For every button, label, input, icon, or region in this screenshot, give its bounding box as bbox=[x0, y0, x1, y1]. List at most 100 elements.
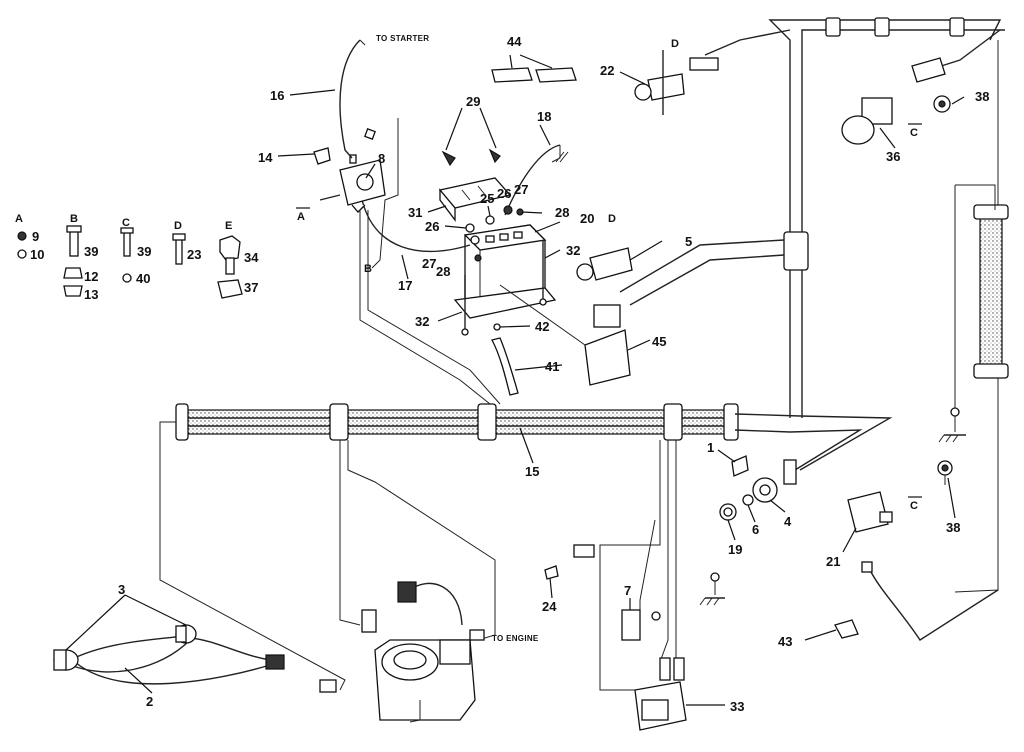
harness-end-plug bbox=[319, 679, 337, 693]
ground-symbol bbox=[699, 572, 725, 606]
wing-nut bbox=[441, 150, 456, 167]
connector-letter-a: A bbox=[297, 211, 305, 223]
bolt bbox=[313, 147, 331, 165]
callout-10: 10 bbox=[30, 247, 44, 262]
harness-drops bbox=[339, 440, 677, 691]
callout-22: 22 bbox=[600, 63, 614, 78]
fuel-line bbox=[491, 337, 519, 396]
switch-7 bbox=[621, 609, 661, 641]
callout-32: 32 bbox=[566, 243, 580, 258]
callout-40: 40 bbox=[136, 271, 150, 286]
callout-42: 42 bbox=[535, 319, 549, 334]
callout-24: 24 bbox=[542, 599, 557, 614]
callout-45: 45 bbox=[652, 334, 666, 349]
group-letter-b: B bbox=[70, 213, 78, 225]
callout-12: 12 bbox=[84, 269, 98, 284]
callout-31: 31 bbox=[408, 205, 422, 220]
battery bbox=[453, 224, 557, 319]
connector-letter-c: C bbox=[910, 127, 918, 139]
top-right-plug bbox=[911, 57, 946, 83]
connector-letter-c: C bbox=[910, 500, 918, 512]
callout-36: 36 bbox=[886, 149, 900, 164]
terminal-24 bbox=[544, 565, 559, 580]
wire-to-headlights bbox=[159, 421, 346, 691]
starter-cable bbox=[339, 39, 361, 159]
callout-9: 9 bbox=[32, 229, 39, 244]
callout-7: 7 bbox=[624, 583, 631, 598]
engine-ignition bbox=[361, 581, 485, 723]
group-letter-e: E bbox=[225, 220, 232, 232]
callout-20: 20 bbox=[580, 211, 594, 226]
relay-36 bbox=[841, 97, 893, 145]
note-to-starter: TO STARTER bbox=[376, 34, 429, 43]
callout-19: 19 bbox=[728, 542, 742, 557]
connector-letter-b: B bbox=[364, 263, 372, 275]
callout-1: 1 bbox=[707, 440, 714, 455]
callout-34: 34 bbox=[244, 250, 259, 265]
connector-letter-d: D bbox=[671, 38, 679, 50]
group-letter-c: C bbox=[122, 217, 130, 229]
callout-27: 27 bbox=[422, 256, 436, 271]
connector-letter-d: D bbox=[608, 213, 616, 225]
callout-18: 18 bbox=[537, 109, 551, 124]
callout-32: 32 bbox=[415, 314, 429, 329]
fastener-key bbox=[17, 225, 243, 299]
callout-27: 27 bbox=[514, 182, 528, 197]
callout-4: 4 bbox=[784, 514, 792, 529]
callout-25: 25 bbox=[480, 191, 494, 206]
callout-28: 28 bbox=[555, 205, 569, 220]
callout-39: 39 bbox=[84, 244, 98, 259]
main-harness bbox=[175, 403, 893, 471]
callout-37: 37 bbox=[244, 280, 258, 295]
callout-6: 6 bbox=[752, 522, 759, 537]
seat-switch-33 bbox=[634, 657, 687, 731]
switch-5 bbox=[576, 247, 633, 328]
callout-43: 43 bbox=[778, 634, 792, 649]
headlight-assembly bbox=[53, 624, 285, 685]
callout-2: 2 bbox=[146, 694, 153, 709]
callout-21: 21 bbox=[826, 554, 840, 569]
callout-13: 13 bbox=[84, 287, 98, 302]
battery-bracket bbox=[438, 177, 512, 222]
ground-cable bbox=[504, 144, 561, 216]
solenoid-lead-2 bbox=[359, 210, 491, 405]
callout-38: 38 bbox=[946, 520, 960, 535]
terminal-38-bottom bbox=[937, 460, 953, 485]
wing-nut bbox=[488, 148, 501, 164]
connector-22 bbox=[634, 50, 719, 115]
group-letter-d: D bbox=[174, 220, 182, 232]
terminal-38-top bbox=[933, 95, 951, 113]
callout-23: 23 bbox=[187, 247, 201, 262]
callout-38: 38 bbox=[975, 89, 989, 104]
callout-5: 5 bbox=[685, 234, 692, 249]
callout-14: 14 bbox=[258, 150, 273, 165]
callout-39: 39 bbox=[137, 244, 151, 259]
callout-3: 3 bbox=[118, 582, 125, 597]
callout-15: 15 bbox=[525, 464, 539, 479]
callout-33: 33 bbox=[730, 699, 744, 714]
clip-pair bbox=[491, 67, 577, 83]
battery-hold-rods bbox=[461, 240, 547, 336]
callout-28: 28 bbox=[436, 264, 450, 279]
right-vertical-harness bbox=[619, 17, 1009, 593]
group-letter-a: A bbox=[15, 213, 23, 225]
callout-44: 44 bbox=[507, 34, 522, 49]
leader-lines bbox=[65, 54, 965, 706]
solenoid-lead bbox=[371, 118, 399, 269]
callout-17: 17 bbox=[398, 278, 412, 293]
callout-16: 16 bbox=[270, 88, 284, 103]
decal bbox=[584, 329, 631, 386]
callouts: 16 14 8 29 44 18 22 38 36 31 25 26 27 26… bbox=[30, 34, 989, 714]
callout-41: 41 bbox=[545, 359, 559, 374]
callout-8: 8 bbox=[378, 151, 385, 166]
ignition-switch bbox=[719, 455, 797, 521]
callout-26: 26 bbox=[497, 186, 511, 201]
relay-21 bbox=[847, 491, 893, 533]
group-letters: A B C D E A B C C D D bbox=[15, 38, 922, 512]
clip-43 bbox=[834, 619, 859, 639]
callout-26: 26 bbox=[425, 219, 439, 234]
callout-29: 29 bbox=[466, 94, 480, 109]
connector-24-left bbox=[573, 544, 595, 558]
ground-symbol bbox=[938, 407, 966, 443]
